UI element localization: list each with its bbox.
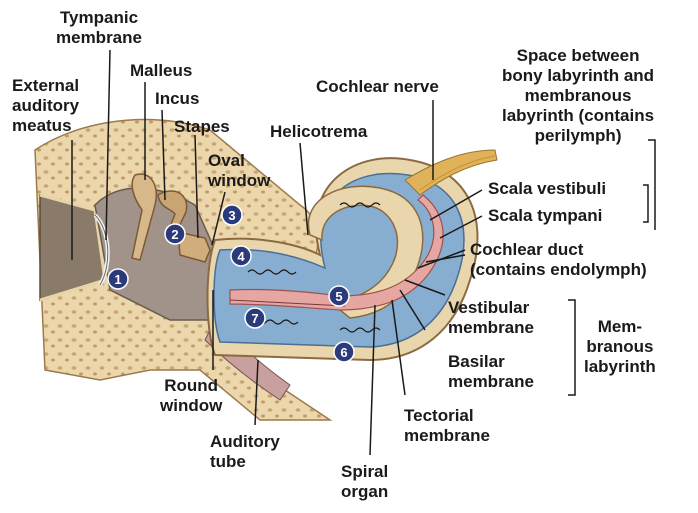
label-malleus: Malleus: [130, 61, 192, 81]
label-external-auditory-meatus: External auditory meatus: [12, 76, 79, 136]
label-membranous-labyrinth: Mem- branous labyrinth: [584, 317, 656, 377]
label-stapes: Stapes: [174, 117, 230, 137]
label-basilar-membrane: Basilar membrane: [448, 352, 534, 392]
step-marker-5: 5: [329, 286, 349, 306]
step-marker-4: 4: [231, 246, 251, 266]
label-scala-vestibuli: Scala vestibuli: [488, 179, 606, 199]
step-marker-6-label: 6: [340, 345, 347, 360]
label-tectorial-membrane: Tectorial membrane: [404, 406, 490, 446]
label-spiral-organ: Spiral organ: [341, 462, 388, 502]
label-scala-tympani: Scala tympani: [488, 206, 602, 226]
label-perilymph-space: Space between bony labyrinth and membran…: [502, 46, 654, 146]
step-marker-1-label: 1: [114, 272, 121, 287]
label-tympanic-membrane: Tympanic membrane: [56, 8, 142, 48]
step-marker-2: 2: [165, 224, 185, 244]
step-marker-3-label: 3: [228, 208, 235, 223]
step-marker-2-label: 2: [171, 227, 178, 242]
label-oval-window: Oval window: [208, 151, 270, 191]
step-marker-4-label: 4: [237, 249, 245, 264]
step-marker-5-label: 5: [335, 289, 342, 304]
step-marker-1: 1: [108, 269, 128, 289]
label-incus: Incus: [155, 89, 199, 109]
label-cochlear-nerve: Cochlear nerve: [316, 77, 439, 97]
step-marker-3: 3: [222, 205, 242, 225]
label-auditory-tube: Auditory tube: [210, 432, 280, 472]
label-vestibular-membrane: Vestibular membrane: [448, 298, 534, 338]
step-marker-7: 7: [245, 308, 265, 328]
step-marker-7-label: 7: [251, 311, 258, 326]
label-helicotrema: Helicotrema: [270, 122, 367, 142]
label-round-window: Round window: [160, 376, 222, 416]
step-marker-6: 6: [334, 342, 354, 362]
label-cochlear-duct: Cochlear duct (contains endolymph): [470, 240, 647, 280]
